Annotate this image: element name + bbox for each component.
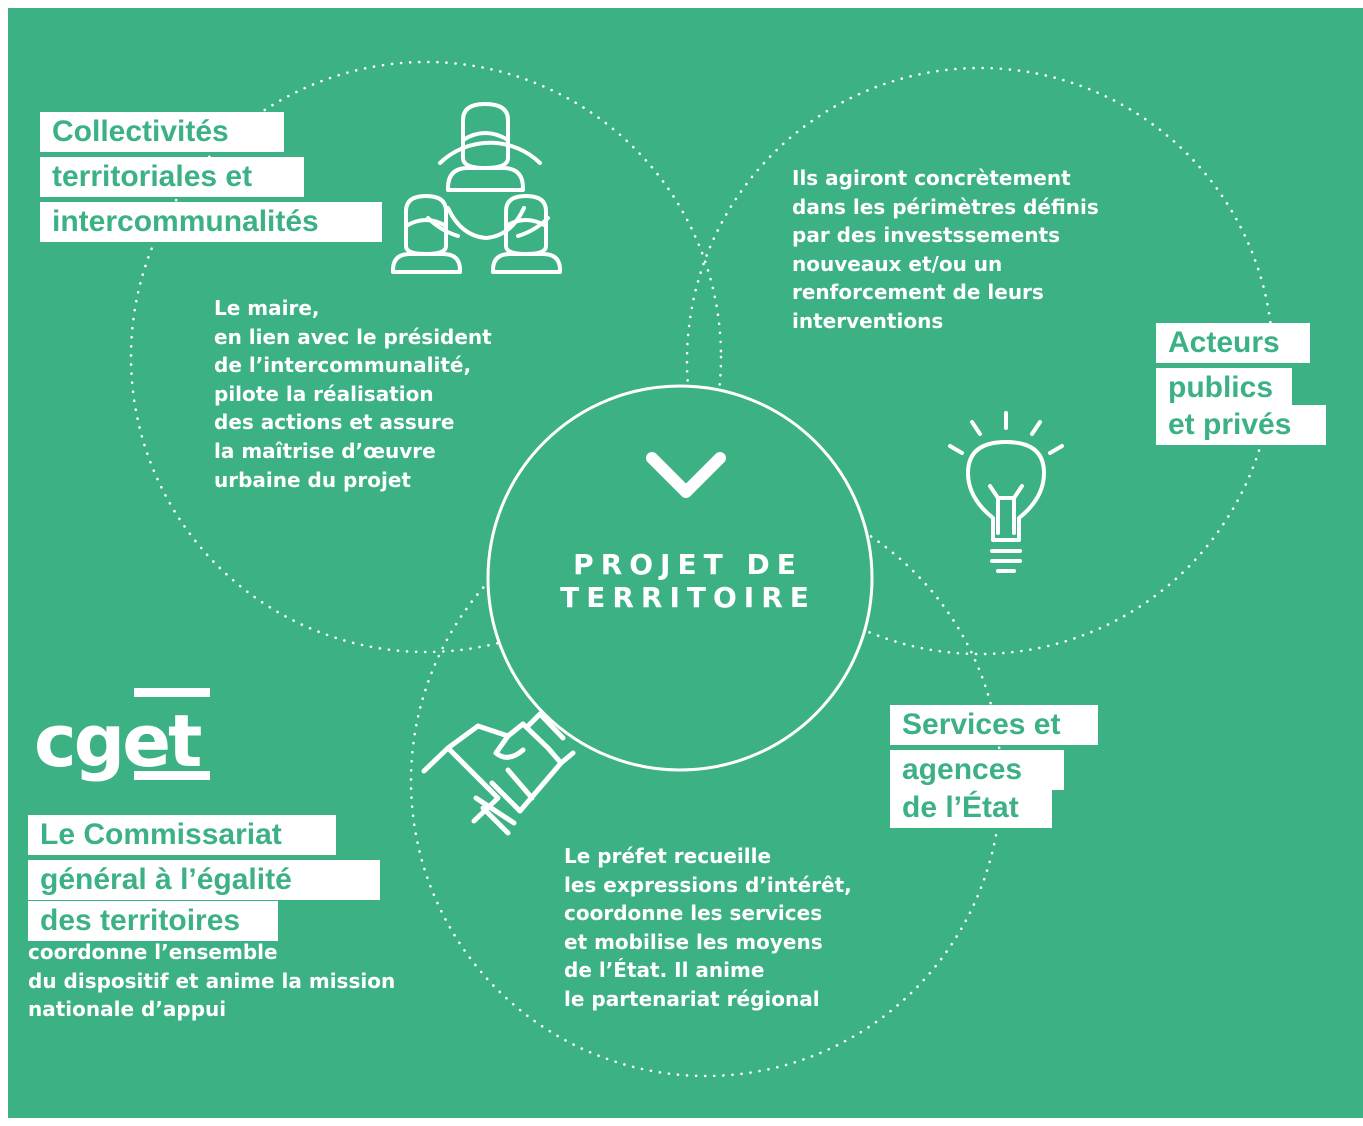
lightbulb-icon <box>948 411 1064 573</box>
collectivites-line: en lien avec le président <box>214 324 492 349</box>
tag-cget-line3: des territoires <box>28 901 278 941</box>
tag-collectivites-line3: intercommunalités <box>40 202 382 242</box>
cget-logo-overline <box>134 688 210 697</box>
people-network-icon <box>391 102 562 274</box>
collectivites-line: Le maire, <box>214 296 320 320</box>
center-title: PROJET DE TERRITOIRE <box>548 548 828 614</box>
collectivites-line: de l’intercommunalité, <box>214 353 472 378</box>
tag-services-line2: agences <box>890 750 1064 790</box>
tag-cget-line2: général à l’égalité <box>28 860 380 900</box>
acteurs-line: nouveaux et/ou un <box>792 251 1003 276</box>
cget-logo: cget <box>34 699 202 783</box>
acteurs-line: interventions <box>792 308 944 333</box>
services-line: les expressions d’intérêt, <box>564 872 852 897</box>
tag-services-line3: de l’État <box>890 788 1052 828</box>
central-circle <box>486 384 874 772</box>
tag-collectivites-line1: Collectivités <box>40 112 284 152</box>
services-line: le partenariat régional <box>564 986 820 1011</box>
collectivites-line: pilote la réalisation <box>214 381 434 406</box>
text-acteurs: Ils agiront concrètement dans les périmè… <box>792 164 1099 336</box>
tag-acteurs-line2: publics <box>1156 368 1292 408</box>
acteurs-line: dans les périmètres définis <box>792 194 1099 219</box>
cget-line: du dispositif et anime la mission <box>28 968 396 993</box>
green-panel: PROJET DE TERRITOIRE Collectivités terri… <box>8 8 1363 1118</box>
services-line: et mobilise les moyens <box>564 929 823 954</box>
acteurs-line: Ils agiront concrètement <box>792 166 1071 190</box>
handshake-icon <box>421 711 576 836</box>
services-line: Le préfet recueille <box>564 844 772 868</box>
tag-collectivites-line2: territoriales et <box>40 157 304 197</box>
collectivites-line: des actions et assure <box>214 410 455 435</box>
cget-line: coordonne l’ensemble <box>28 940 278 964</box>
text-collectivites: Le maire, en lien avec le président de l… <box>214 294 492 494</box>
tag-services-line1: Services et <box>890 705 1098 745</box>
services-line: coordonne les services <box>564 901 823 926</box>
cget-logo-underline <box>134 771 210 780</box>
tag-cget-line1: Le Commissariat <box>28 815 336 855</box>
tag-acteurs-line1: Acteurs <box>1156 323 1310 363</box>
cget-line: nationale d’appui <box>28 997 227 1022</box>
center-title-line1: PROJET DE <box>573 548 803 581</box>
text-services: Le préfet recueille les expressions d’in… <box>564 842 852 1014</box>
tag-acteurs-line3: et privés <box>1156 405 1326 445</box>
chevron-down-icon <box>646 452 726 498</box>
services-line: de l’État. Il anime <box>564 958 765 983</box>
circle-collectivites <box>129 60 723 654</box>
text-cget: coordonne l’ensemble du dispositif et an… <box>28 938 395 1024</box>
acteurs-line: renforcement de leurs <box>792 280 1044 305</box>
acteurs-line: par des investssements <box>792 223 1061 248</box>
center-title-line2: TERRITOIRE <box>560 581 816 614</box>
collectivites-line: urbaine du projet <box>214 467 411 492</box>
venn-diagram <box>129 60 1275 1078</box>
collectivites-line: la maîtrise d’œuvre <box>214 438 436 463</box>
